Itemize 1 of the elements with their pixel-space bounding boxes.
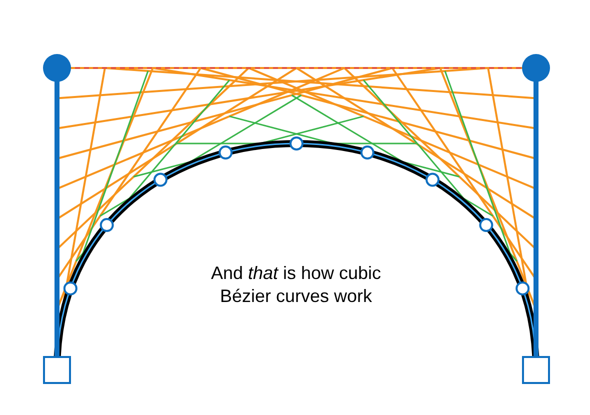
caption-text: And that is how cubic Bézier curves work bbox=[210, 262, 382, 308]
